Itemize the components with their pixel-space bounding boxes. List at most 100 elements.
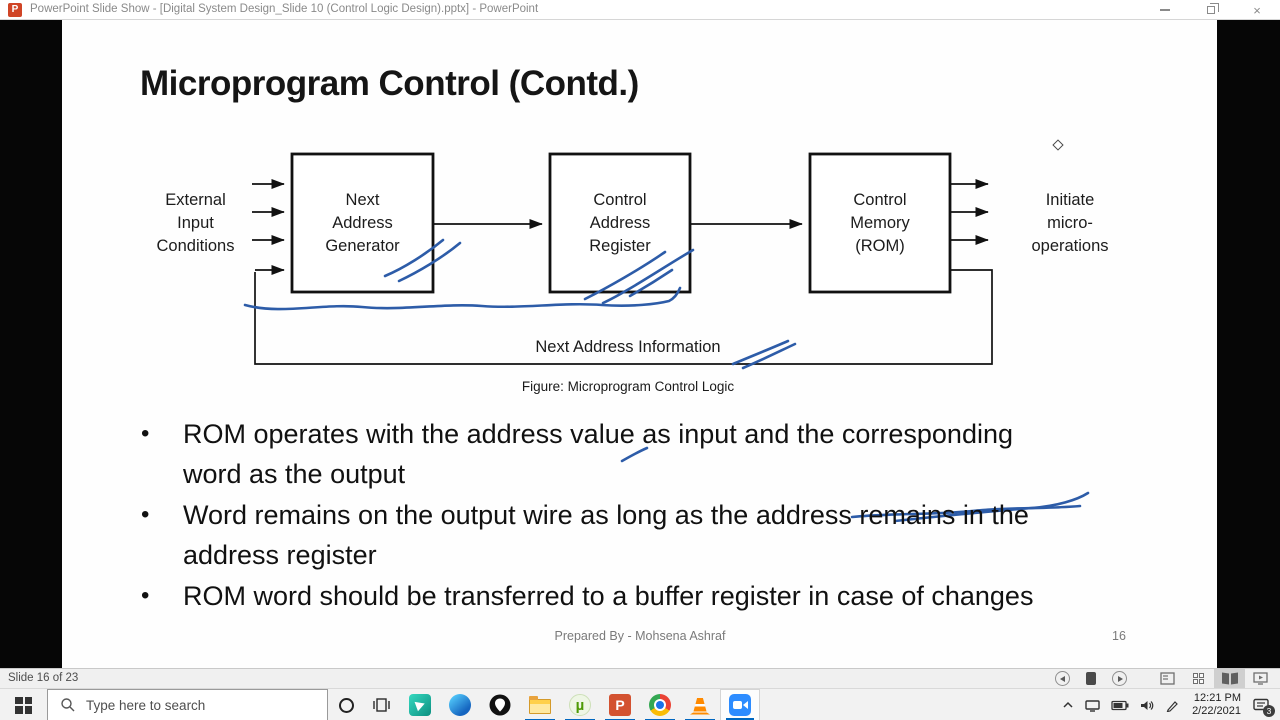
chevron-up-icon — [1063, 701, 1073, 708]
battery-tray-button[interactable] — [1111, 700, 1129, 711]
annotation-menu-button[interactable] — [1079, 669, 1103, 688]
slideshow-stage: Microprogram Control (Contd.) — [0, 20, 1280, 668]
minimize-button[interactable] — [1142, 0, 1188, 20]
slideshow-view-button[interactable] — [1245, 669, 1276, 688]
edge-button[interactable] — [440, 689, 480, 720]
cortana-button[interactable] — [328, 689, 364, 720]
reading-view-button[interactable] — [1214, 669, 1245, 688]
window-controls: × — [1142, 0, 1280, 20]
bullet-marker: • — [141, 420, 150, 447]
view-switcher — [1152, 669, 1276, 688]
bullet-item: • ROM operates with the address value as… — [141, 414, 1181, 494]
chrome-button[interactable] — [640, 689, 680, 720]
figure-caption: Figure: Microprogram Control Logic — [521, 379, 735, 394]
start-button[interactable] — [0, 689, 47, 720]
edge-icon — [449, 694, 471, 716]
bullet-text: Word remains on the output wire as long … — [183, 495, 1029, 575]
box-next-address-generator — [290, 152, 435, 294]
restore-icon — [1207, 3, 1219, 14]
powerpoint-button[interactable]: P — [600, 689, 640, 720]
utorrent-button[interactable]: µ — [560, 689, 600, 720]
tray-expand-button[interactable] — [1061, 699, 1075, 711]
bullet-line: ROM word should be transferred to a buff… — [183, 581, 1034, 611]
file-explorer-button[interactable] — [520, 689, 560, 720]
diagram-graphic — [243, 152, 1090, 523]
search-input[interactable] — [86, 697, 306, 713]
slide-sorter-view-button[interactable] — [1183, 669, 1214, 688]
bullet-line: word as the output — [183, 459, 406, 489]
label-line: operations — [1031, 237, 1109, 255]
pen-tool-icon — [1086, 672, 1096, 685]
windows-ink-tray-button[interactable] — [1165, 699, 1179, 712]
window-titlebar: P PowerPoint Slide Show - [Digital Syste… — [0, 0, 1280, 20]
filmora-button[interactable] — [400, 689, 440, 720]
diagram-connectors — [252, 178, 993, 365]
filmora-icon — [409, 694, 431, 716]
label-line: Input — [177, 214, 214, 232]
volume-tray-button[interactable] — [1139, 699, 1155, 712]
bullet-text: ROM operates with the address value as i… — [183, 414, 1013, 494]
reading-view-icon — [1222, 673, 1238, 684]
windows-logo-icon — [15, 696, 32, 714]
label-line: Address — [589, 214, 651, 232]
taskbar-clock[interactable]: 12:21 PM 2/22/2021 — [1192, 692, 1241, 718]
slide-title: Microprogram Control (Contd.) — [140, 64, 639, 103]
action-center-button[interactable]: 3 — [1253, 698, 1275, 717]
map-pin-app-button[interactable] — [480, 689, 520, 720]
restore-button[interactable] — [1188, 0, 1234, 20]
taskbar-search[interactable] — [47, 689, 328, 720]
label-initiate-micro-operations: Initiate micro- operations — [990, 189, 1150, 258]
label-line: Generator — [325, 237, 400, 255]
notification-badge: 3 — [1263, 704, 1275, 717]
notification-icon — [1253, 698, 1269, 710]
running-indicator — [726, 717, 754, 720]
clock-time: 12:21 PM — [1193, 692, 1241, 704]
taskbar: µ P — [0, 688, 1280, 720]
bullet-item: • Word remains on the output wire as lon… — [141, 495, 1181, 575]
clock-date: 2/22/2021 — [1192, 705, 1241, 717]
label-next-address-information: Next Address Information — [535, 338, 721, 356]
cortana-icon — [338, 697, 354, 713]
next-slide-button[interactable] — [1112, 671, 1127, 686]
vlc-button[interactable] — [680, 689, 720, 720]
normal-view-icon — [1160, 672, 1175, 685]
display-tray-button[interactable] — [1085, 699, 1101, 712]
previous-slide-button[interactable] — [1055, 671, 1070, 686]
zoom-button[interactable] — [720, 689, 760, 720]
slide-page-number: 16 — [1112, 629, 1126, 643]
label-line: Register — [589, 237, 651, 255]
task-view-icon — [373, 698, 390, 712]
vlc-icon — [690, 697, 710, 715]
task-view-button[interactable] — [364, 689, 400, 720]
running-indicator — [685, 718, 715, 720]
bullet-marker: • — [141, 501, 150, 528]
label-line: Control — [853, 191, 907, 209]
label-line: External — [165, 191, 226, 209]
close-button[interactable]: × — [1253, 2, 1261, 18]
box-control-address-register — [548, 152, 692, 294]
normal-view-button[interactable] — [1152, 669, 1183, 688]
search-icon — [61, 698, 75, 712]
label-line: Next — [345, 191, 380, 209]
status-bar: Slide 16 of 23 — [0, 668, 1280, 688]
utorrent-icon: µ — [569, 694, 591, 716]
label-next-address-generator: Next Address Generator — [292, 189, 433, 258]
taskbar-app-icons: µ P — [328, 689, 760, 720]
minimize-icon — [1160, 9, 1170, 11]
chrome-icon — [649, 694, 671, 716]
next-arrow-icon — [1117, 675, 1123, 682]
display-icon — [1085, 699, 1100, 712]
label-external-input-conditions: External Input Conditions — [113, 189, 278, 258]
box-control-memory-rom — [808, 152, 952, 294]
label-line: Memory — [850, 214, 910, 232]
slide-canvas: Microprogram Control (Contd.) — [62, 20, 1217, 668]
bullet-list: • ROM operates with the address value as… — [141, 414, 1181, 617]
slide-sorter-icon — [1192, 672, 1205, 685]
bullet-line: address register — [183, 540, 377, 570]
running-indicator — [605, 718, 635, 720]
label-control-memory-rom: Control Memory (ROM) — [810, 189, 950, 258]
label-line: Address — [332, 214, 393, 232]
previous-arrow-icon — [1059, 675, 1065, 682]
powerpoint-app-icon: P — [8, 3, 22, 17]
